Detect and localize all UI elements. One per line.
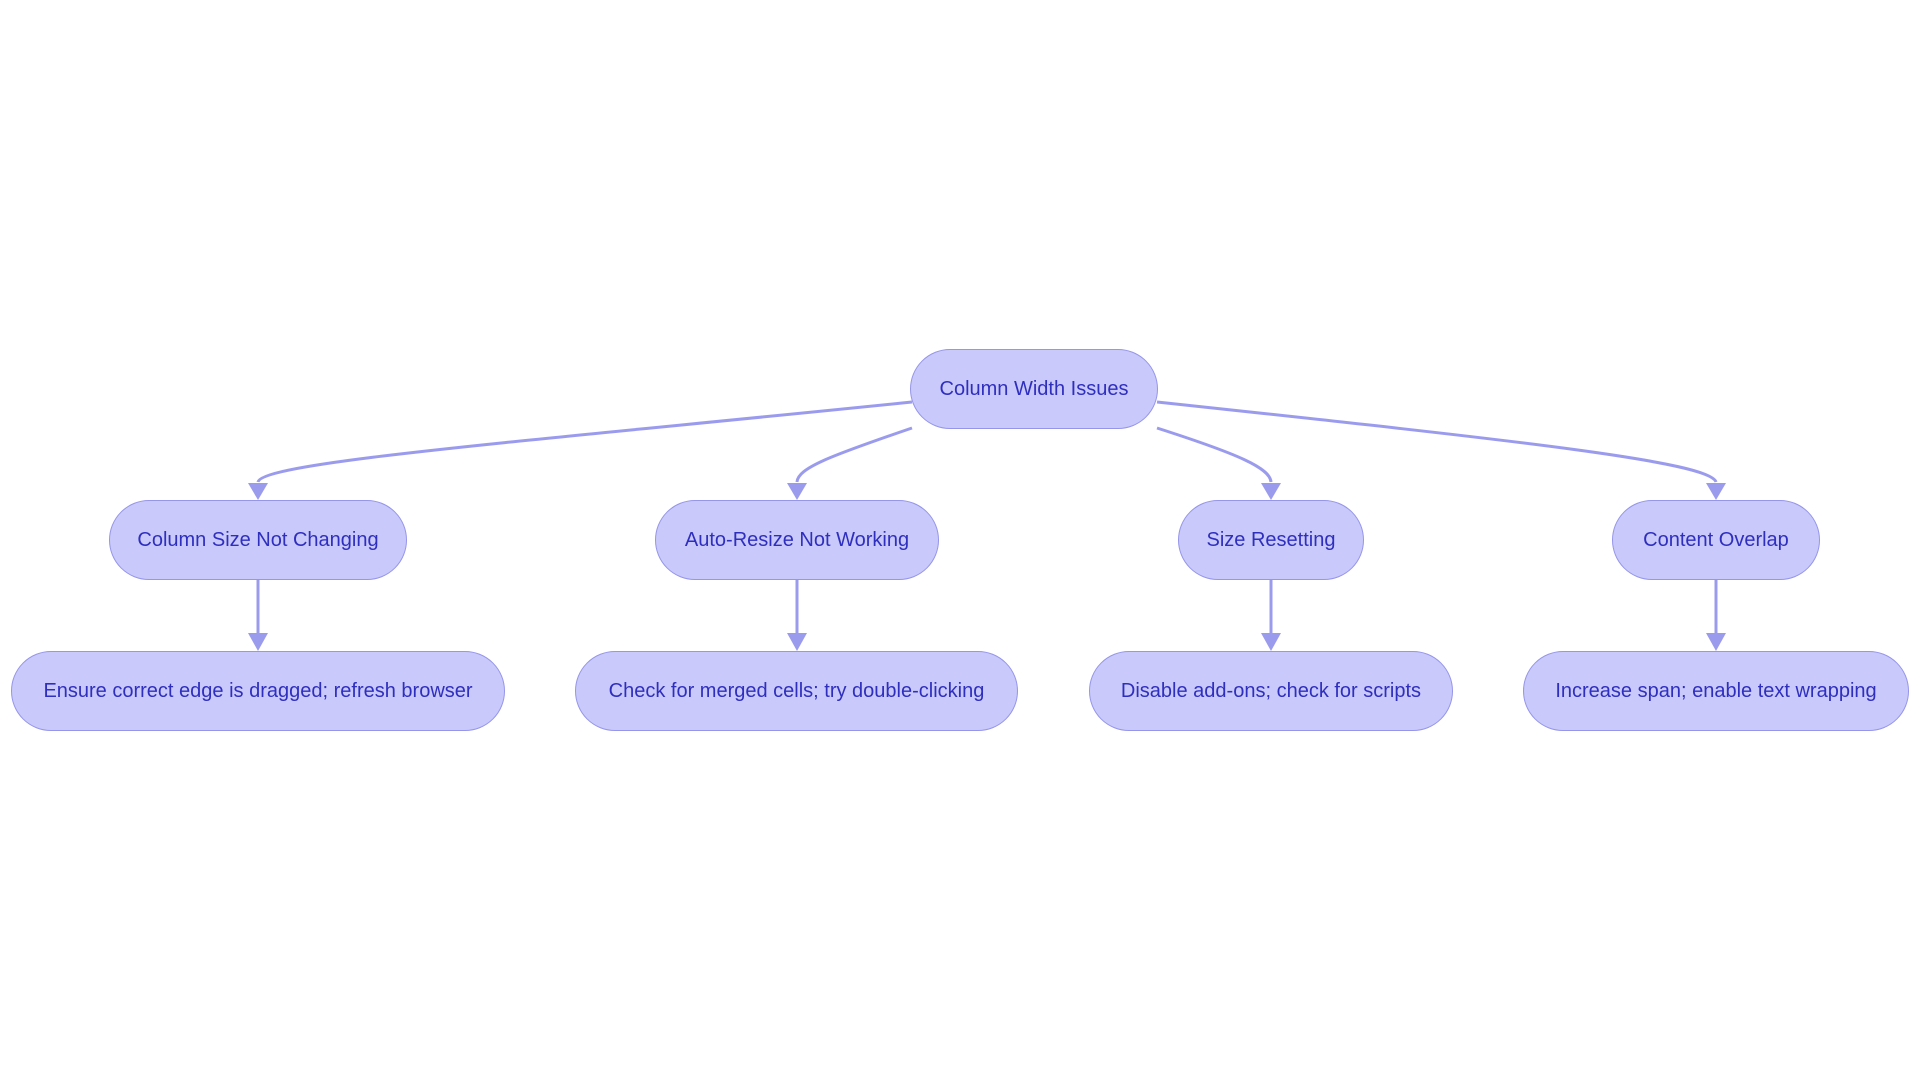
edge-root-issue-1: [256, 400, 913, 483]
arrowhead-issue-1: [248, 483, 268, 500]
arrowhead-solution-1: [248, 633, 268, 651]
issue-node-content-overlap[interactable]: Content Overlap: [1612, 500, 1820, 580]
solution-node-1[interactable]: Ensure correct edge is dragged; refresh …: [11, 651, 505, 731]
solution-node-3[interactable]: Disable add-ons; check for scripts: [1089, 651, 1453, 731]
arrowhead-solution-4: [1706, 633, 1726, 651]
arrowhead-solution-2: [787, 633, 807, 651]
issue-node-size-resetting[interactable]: Size Resetting: [1178, 500, 1364, 580]
solution-node-4[interactable]: Increase span; enable text wrapping: [1523, 651, 1909, 731]
edge-root-issue-2: [795, 426, 913, 483]
arrowhead-issue-3: [1261, 483, 1281, 500]
root-node[interactable]: Column Width Issues: [910, 349, 1158, 429]
arrowhead-solution-3: [1261, 633, 1281, 651]
arrowhead-issue-2: [787, 483, 807, 500]
issue-node-auto-resize-not-working[interactable]: Auto-Resize Not Working: [655, 500, 939, 580]
issue-node-column-size-not-changing[interactable]: Column Size Not Changing: [109, 500, 407, 580]
arrowhead-issue-4: [1706, 483, 1726, 500]
edge-root-issue-3: [1156, 426, 1273, 483]
edge-root-issue-4: [1156, 400, 1718, 483]
solution-node-2[interactable]: Check for merged cells; try double-click…: [575, 651, 1018, 731]
